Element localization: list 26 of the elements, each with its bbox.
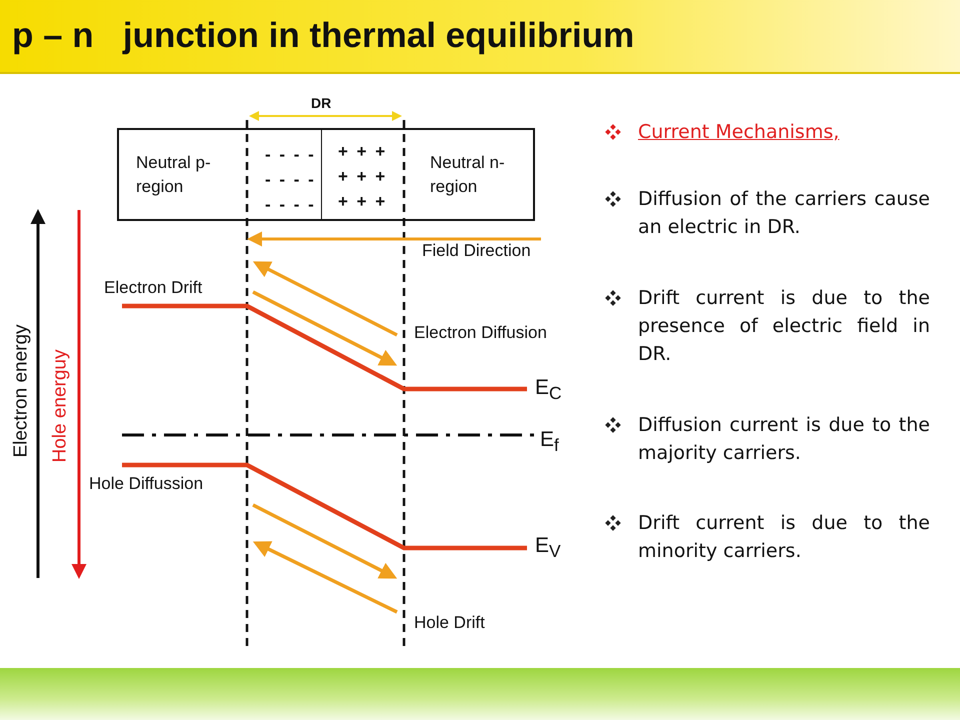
charge-signs: + + +: [338, 191, 388, 213]
title-text: p – n junction in thermal equilibrium: [12, 16, 634, 56]
bullet-text: Diffusion of the carriers cause an electric in DR.: [638, 187, 930, 240]
bullet-text: Diffusion current is due to the majority carriers.: [638, 413, 930, 466]
energy-level-label: E$_{f}$: [540, 428, 559, 456]
junction-box: [117, 128, 535, 221]
carrier-flow-label: Hole Drift: [414, 613, 485, 633]
bullet-text: Drift current is due to the presence of electric field in DR.: [638, 286, 930, 367]
carrier-flow-label: Hole Diffussion: [89, 474, 204, 494]
charge-signs: + + +: [338, 141, 388, 163]
bullet-text: Drift current is due to the minority carriers.: [638, 511, 930, 564]
carrier-flow-label: Electron Drift: [104, 278, 202, 298]
charge-signs: - - - -: [265, 144, 316, 166]
charge-signs: + + +: [338, 166, 388, 188]
axis-label: Electron energy: [10, 324, 33, 458]
axis-label: Hole energuy: [50, 349, 72, 463]
charge-signs: - - - -: [265, 169, 316, 191]
energy-level-label: E$_{V}$: [535, 534, 561, 562]
field-label: Field Direction: [422, 241, 531, 261]
charge-signs: - - - -: [265, 194, 316, 216]
region-label: Neutral p-region: [136, 152, 212, 198]
dr-label: DR: [311, 95, 332, 111]
energy-level-label: E$_{C}$: [535, 376, 562, 404]
region-label: Neutral n-region: [430, 152, 506, 198]
bullet-text: Current Mechanisms,: [638, 120, 840, 145]
carrier-flow-label: Electron Diffusion: [414, 323, 547, 343]
